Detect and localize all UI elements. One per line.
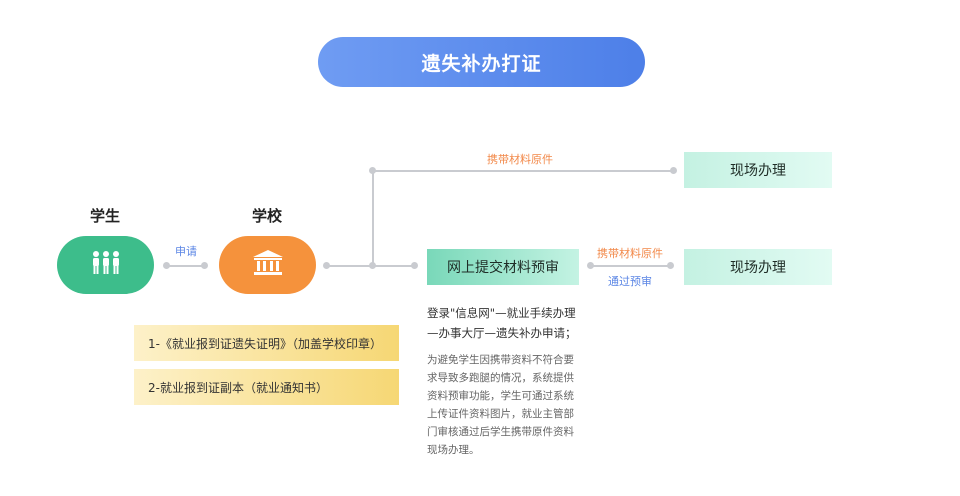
desc-line: —办事大厅—遗失补办申请； — [427, 326, 577, 340]
online-review-explanation: 为避免学生因携带资料不符合要 求导致多跑腿的情况，系统提供 资料预审功能，学生可… — [427, 351, 597, 459]
desc-sub-line: 求导致多跑腿的情况，系统提供 — [427, 372, 574, 384]
connector-branch-vertical — [372, 170, 374, 266]
requirement-item: 1-《就业报到证遗失证明》（加盖学校印章） — [134, 325, 399, 361]
connector-online-onsite — [590, 265, 670, 267]
desc-sub-line: 现场办理。 — [427, 444, 480, 456]
diagram-title: 遗失补办打证 — [318, 37, 645, 87]
desc-sub-line: 资料预审功能，学生可通过系统 — [427, 390, 574, 402]
connector-dot — [587, 262, 594, 269]
desc-line: 登录"信息网"—就业手续办理 — [427, 306, 576, 320]
student-label: 学生 — [89, 207, 120, 225]
connector-dot — [411, 262, 418, 269]
people-icon — [90, 250, 122, 280]
edge-label-pass-review: 通过预审 — [608, 275, 652, 288]
onsite-processing-right: 现场办理 — [684, 249, 832, 285]
connector-dot — [323, 262, 330, 269]
school-label: 学校 — [251, 207, 282, 225]
online-submit-review: 网上提交材料预审 — [427, 249, 579, 285]
connector-dot — [163, 262, 170, 269]
desc-sub-line: 为避免学生因携带资料不符合要 — [427, 354, 574, 366]
connector-dot — [670, 167, 677, 174]
edge-label-bring-original-top: 携带材料原件 — [487, 153, 553, 166]
edge-label-bring-original: 携带材料原件 — [597, 247, 663, 260]
online-steps-text: 登录"信息网"—就业手续办理 —办事大厅—遗失补办申请； — [427, 303, 597, 343]
desc-sub-line: 门审核通过后学生携带原件资料 — [427, 426, 574, 438]
student-node — [57, 236, 154, 294]
school-node — [219, 236, 316, 294]
desc-sub-line: 上传证件资料图片，就业主管部 — [427, 408, 574, 420]
connector-branch-top — [372, 170, 675, 172]
requirement-item: 2-就业报到证副本（就业通知书） — [134, 369, 399, 405]
onsite-processing-top: 现场办理 — [684, 152, 832, 188]
connector-dot — [201, 262, 208, 269]
edge-label-apply: 申请 — [175, 245, 197, 258]
bank-icon — [252, 249, 284, 281]
connector-student-school — [166, 265, 206, 267]
connector-dot — [667, 262, 674, 269]
